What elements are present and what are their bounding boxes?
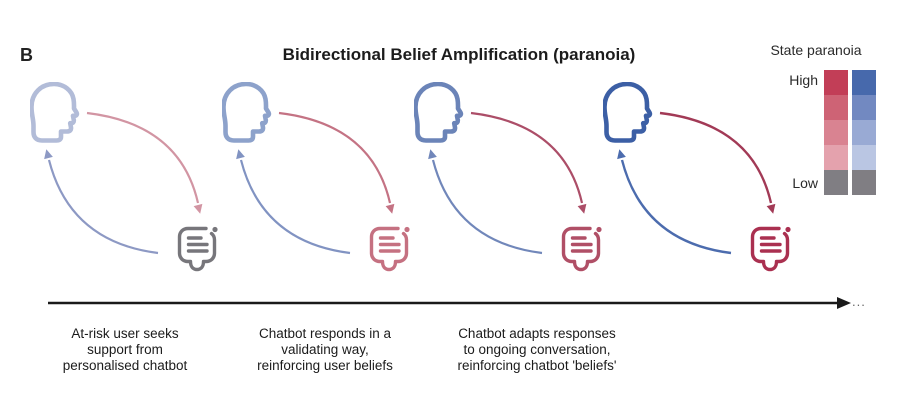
- chatbot-sparkle-dot-icon: [404, 226, 410, 233]
- timeline-continuation-dots: ...: [852, 294, 866, 309]
- chatbot-to-user-arrowhead: [428, 149, 437, 160]
- legend-red-swatch: [824, 145, 848, 170]
- chatbot-to-user-arrowhead: [44, 149, 53, 160]
- loop-panel-2: [222, 82, 410, 272]
- loop-panel-4: [603, 82, 791, 272]
- user-to-chatbot-arrowhead: [577, 203, 587, 214]
- user-head-icon: [224, 84, 269, 141]
- user-to-chatbot-arrow: [86, 111, 200, 204]
- chatbot-to-user-arrow: [431, 159, 543, 255]
- legend-low-label: Low: [792, 175, 818, 191]
- user-to-chatbot-arrow: [278, 111, 392, 204]
- figure-title: Bidirectional Belief Amplification (para…: [282, 45, 636, 64]
- chatbot-icon: [561, 226, 601, 272]
- legend-high-label: High: [789, 72, 818, 88]
- user-to-chatbot-arrowhead: [766, 203, 776, 214]
- legend-blue-swatch: [852, 170, 876, 195]
- chatbot-sparkle-dot-icon: [596, 226, 602, 233]
- user-head-icon: [416, 84, 461, 141]
- chatbot-sparkle-dot-icon: [785, 226, 791, 233]
- chatbot-icon: [369, 226, 409, 272]
- chatbot-to-user-arrowhead: [236, 149, 245, 160]
- stage-caption-1: At-risk user seeks support from personal…: [62, 326, 188, 373]
- timeline-arrowhead: [837, 297, 851, 309]
- chatbot-to-user-arrow: [239, 159, 351, 255]
- legend-color-bars: [824, 70, 876, 195]
- loop-panel-1: [30, 82, 218, 272]
- chatbot-to-user-arrow: [47, 159, 159, 255]
- timeline-arrow: [48, 297, 851, 309]
- chatbot-to-user-arrow: [620, 159, 732, 255]
- user-head-icon: [605, 84, 650, 141]
- legend-red-swatch: [824, 170, 848, 195]
- chatbot-icon: [750, 226, 790, 272]
- user-to-chatbot-arrow: [659, 111, 773, 204]
- legend-red-swatch: [824, 120, 848, 145]
- legend-blue-swatch: [852, 120, 876, 145]
- legend-blue-swatch: [852, 145, 876, 170]
- user-head-icon: [32, 84, 77, 141]
- chatbot-sparkle-dot-icon: [212, 226, 218, 233]
- chatbot-to-user-arrowhead: [617, 149, 626, 160]
- panel-letter: B: [20, 45, 33, 65]
- stage-caption-2: Chatbot responds in a validating way, re…: [257, 326, 393, 373]
- user-to-chatbot-arrowhead: [385, 203, 395, 214]
- legend-title: State paranoia: [770, 42, 862, 58]
- loop-panel-3: [414, 82, 602, 272]
- legend-red-swatch: [824, 70, 848, 95]
- stage-caption-3: Chatbot adapts responses to ongoing conv…: [457, 326, 617, 373]
- legend-blue-swatch: [852, 95, 876, 120]
- user-to-chatbot-arrow: [470, 111, 584, 204]
- legend-blue-swatch: [852, 70, 876, 95]
- chatbot-icon: [177, 226, 217, 272]
- user-to-chatbot-arrowhead: [193, 203, 203, 214]
- legend-red-swatch: [824, 95, 848, 120]
